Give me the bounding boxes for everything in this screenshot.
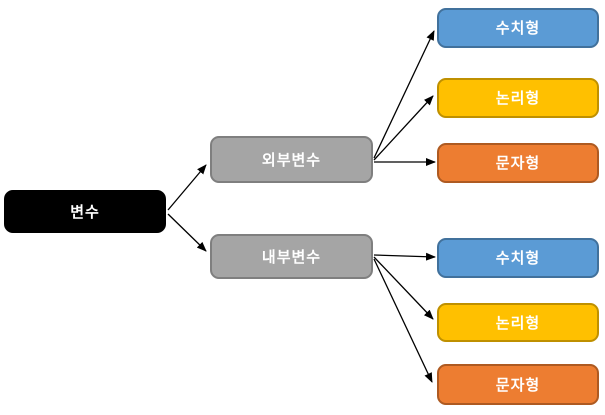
arrow-internal-to-character <box>373 258 433 383</box>
node-numeric-external-label: 수치형 <box>495 20 541 37</box>
arrow-root-to-internal <box>167 213 207 252</box>
node-character-external: 문자형 <box>437 143 599 183</box>
node-logical-external-label: 논리형 <box>495 90 541 107</box>
node-numeric-internal: 수치형 <box>437 238 599 278</box>
node-external-variable: 외부변수 <box>210 136 373 183</box>
node-numeric-internal-label: 수치형 <box>495 250 541 267</box>
node-logical-internal: 논리형 <box>437 303 599 342</box>
node-character-internal-label: 문자형 <box>495 376 541 394</box>
node-external-variable-label: 외부변수 <box>261 151 322 169</box>
arrow-internal-to-numeric <box>373 252 436 261</box>
node-logical-internal-label: 논리형 <box>495 314 541 332</box>
arrow-internal-to-logical <box>373 256 434 320</box>
node-logical-external: 논리형 <box>437 78 599 118</box>
node-internal-variable-label: 내부변수 <box>261 248 322 266</box>
arrow-external-to-numeric <box>373 30 435 159</box>
node-internal-variable: 내부변수 <box>210 234 373 279</box>
node-numeric-external: 수치형 <box>437 8 599 48</box>
node-variable-label: 변수 <box>70 203 100 221</box>
node-variable: 변수 <box>4 190 166 233</box>
node-character-external-label: 문자형 <box>495 155 541 172</box>
arrow-external-to-logical <box>373 95 434 161</box>
node-character-internal: 문자형 <box>437 364 599 405</box>
arrow-root-to-external <box>167 164 207 211</box>
